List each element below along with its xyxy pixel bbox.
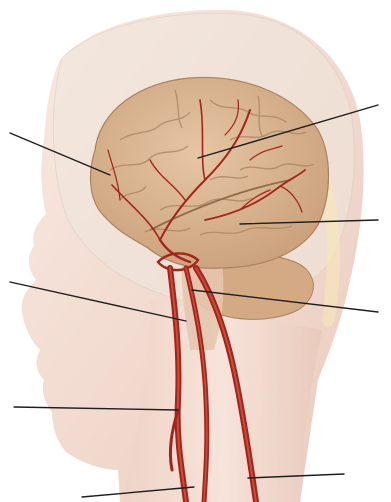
head-illustration [0, 0, 391, 502]
anatomy-diagram [0, 0, 391, 502]
